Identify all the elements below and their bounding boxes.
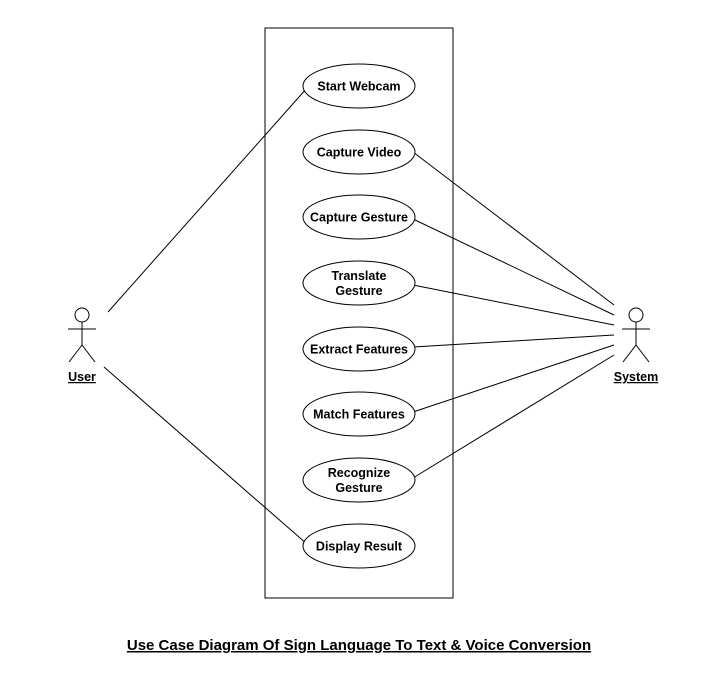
actor-user-label: User (68, 370, 96, 384)
association-system-extract-features (412, 334, 615, 348)
use-case-label: Display Result (316, 540, 403, 554)
actor-system: System (614, 307, 658, 384)
use-case-label: Translate (332, 269, 387, 283)
use-case-ellipse (302, 457, 416, 503)
diagram-title: Use Case Diagram Of Sign Language To Tex… (127, 637, 591, 654)
use-case-ellipse (302, 63, 416, 109)
use-case-ellipse (302, 260, 416, 306)
user-stick-figure (68, 307, 96, 363)
association-system-recognize-gesture (412, 354, 615, 479)
use-case-ellipse (302, 391, 416, 437)
association-system-translate-gesture (412, 284, 615, 326)
use-case-label: Extract Features (310, 343, 408, 357)
use-case-capture-gesture: Capture Gesture (302, 194, 416, 240)
use-case-label: Capture Gesture (310, 211, 408, 225)
associations (103, 87, 615, 545)
use-case-ellipse (302, 523, 416, 569)
use-case-ellipse (302, 129, 416, 175)
association-system-capture-video (412, 151, 615, 306)
use-case-label: Gesture (335, 284, 382, 298)
use-case-label: Gesture (335, 481, 382, 495)
use-case-label: Match Features (313, 408, 405, 422)
system-stick-figure (622, 307, 650, 363)
association-user-display-result (103, 366, 308, 545)
use-case-match-features: Match Features (302, 391, 416, 437)
association-user-start-webcam (107, 87, 308, 313)
use-case-ellipse (302, 194, 416, 240)
use-case-label: Recognize (328, 466, 391, 480)
use-case-label: Capture Video (317, 146, 402, 160)
association-system-capture-gesture (412, 218, 615, 316)
use-case-label: Start Webcam (317, 80, 400, 94)
use-case-start-webcam: Start Webcam (302, 63, 416, 109)
use-case-display-result: Display Result (302, 523, 416, 569)
actor-user: User (68, 307, 96, 384)
use-case-ellipse (302, 326, 416, 372)
use-case-capture-video: Capture Video (302, 129, 416, 175)
system-boundary (264, 27, 454, 599)
association-system-match-features (412, 344, 615, 413)
actor-system-label: System (614, 370, 658, 384)
use-case-extract-features: Extract Features (302, 326, 416, 372)
